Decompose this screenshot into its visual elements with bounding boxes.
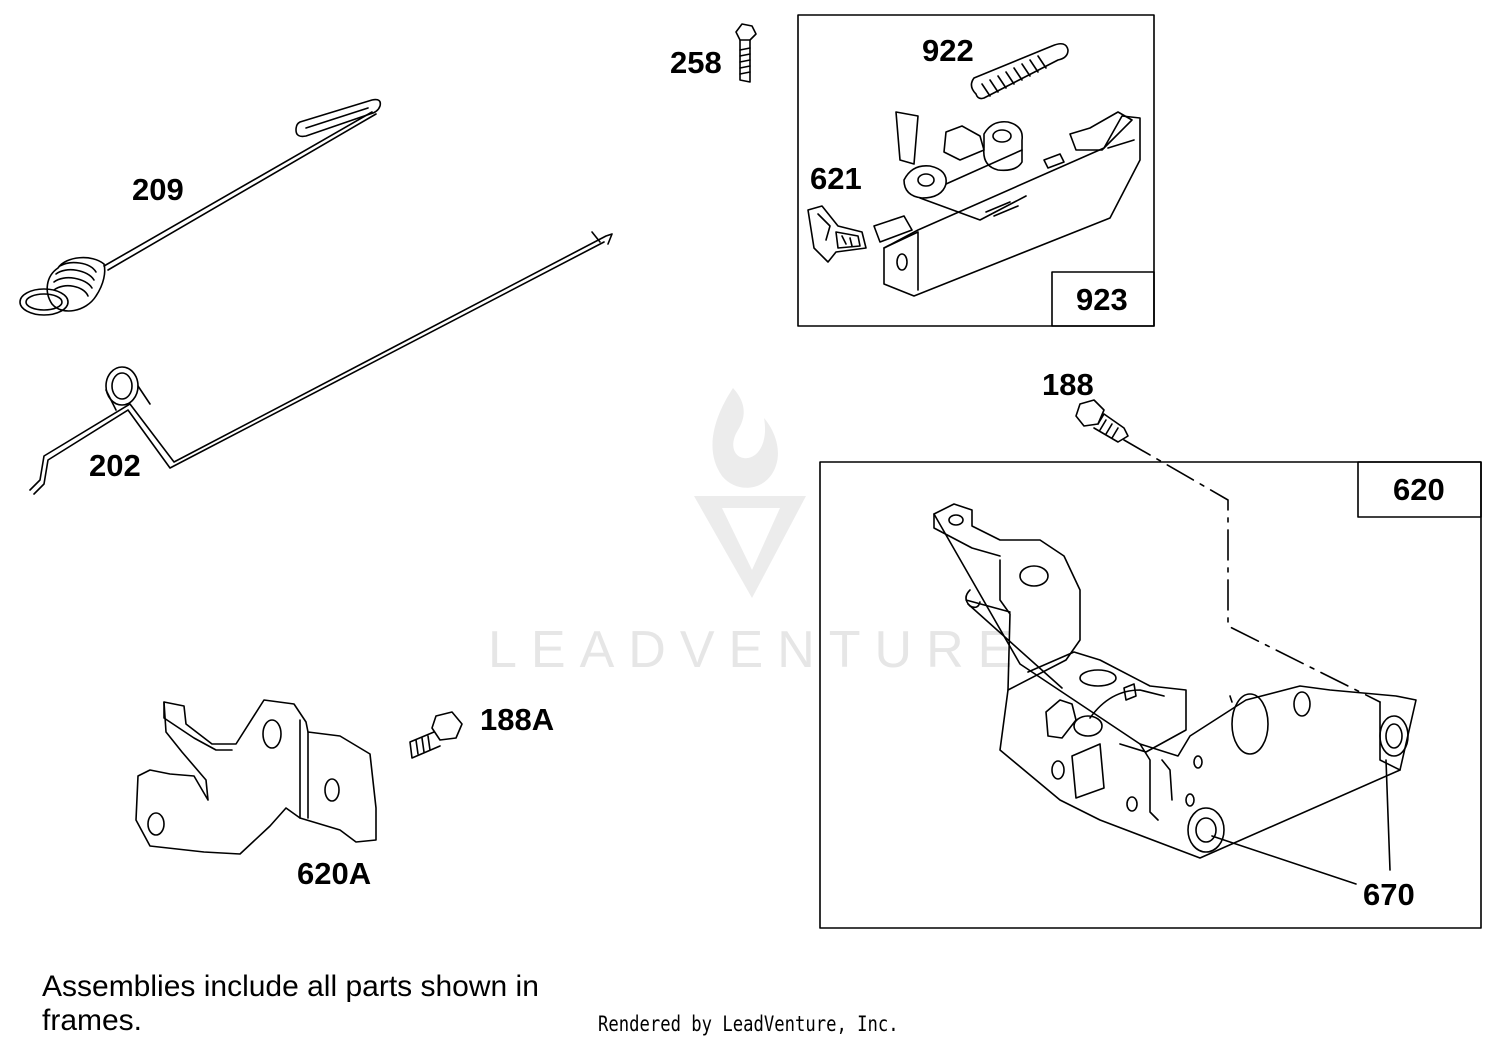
leader-188 [1123, 439, 1381, 703]
screw-258 [735, 23, 757, 83]
callout-621: 621 [810, 161, 862, 196]
spring-922 [970, 42, 1069, 100]
bolt-188 [1075, 399, 1129, 443]
governor-link-202 [29, 231, 613, 495]
control-bracket-923 [873, 111, 1141, 297]
part-621 [807, 205, 867, 263]
callout-209: 209 [132, 172, 184, 207]
bolt-188A [409, 711, 463, 759]
callout-188: 188 [1042, 367, 1094, 402]
callout-258: 258 [670, 45, 722, 80]
governor-spring-209 [19, 98, 382, 316]
watermark-text: LEADVENTURE [488, 621, 1027, 679]
assembly-frame-620 [819, 461, 1482, 929]
render-credit: Rendered by LeadVenture, Inc. [598, 1012, 899, 1036]
callout-922: 922 [922, 33, 974, 68]
control-bracket-620 [933, 503, 1417, 859]
bracket-620A [135, 699, 377, 855]
assemblies-note: Assemblies include all parts shown in fr… [42, 970, 539, 1037]
leader-670 [1211, 759, 1391, 885]
callout-670: 670 [1363, 877, 1415, 912]
callout-620A: 620A [297, 856, 372, 891]
callout-620: 620 [1393, 472, 1445, 507]
callout-188A: 188A [480, 702, 555, 737]
callout-202: 202 [89, 448, 141, 483]
callout-923: 923 [1076, 282, 1128, 317]
assembly-frame-923 [797, 14, 1155, 327]
